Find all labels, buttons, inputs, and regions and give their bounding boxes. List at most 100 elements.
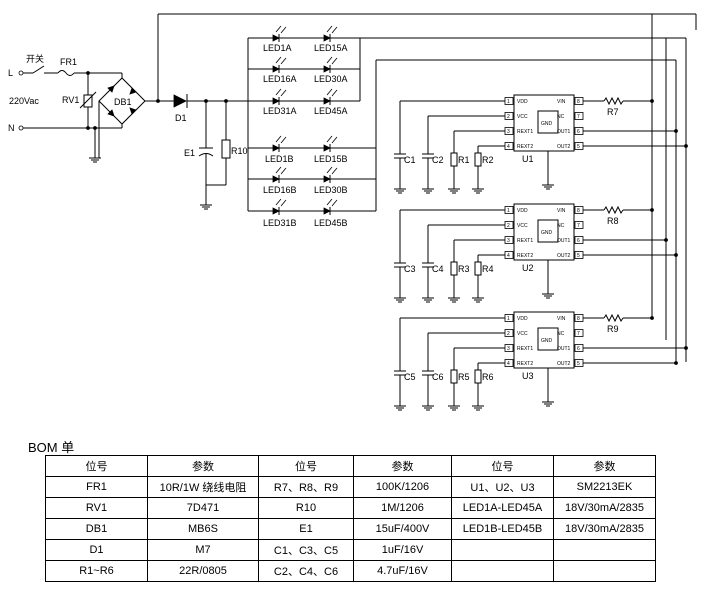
pin-number: 4 <box>507 361 510 367</box>
res-r10-label: R10 <box>231 146 248 156</box>
line-terminal <box>18 70 24 76</box>
bom-cell: R7、R8、R9 <box>258 476 354 498</box>
ic-gnd-pad <box>537 110 559 134</box>
pin-vcc-label: VCC <box>517 114 528 120</box>
pin-number: 3 <box>507 238 510 244</box>
bom-cell <box>553 560 656 582</box>
res-vin-label: R7 <box>607 107 619 117</box>
pin-rext1-label: REXT1 <box>517 346 533 352</box>
bom-header-cell: 位号 <box>258 455 354 477</box>
pin-number: 6 <box>577 346 580 352</box>
pin-vdd-label: VDD <box>517 208 528 214</box>
pin-vin-label: VIN <box>557 208 566 214</box>
cap-label: C6 <box>432 372 444 382</box>
bom-cell: R10 <box>258 497 354 519</box>
pin-vin-label: VIN <box>557 316 566 322</box>
led-label-16b: LED16B <box>263 185 297 195</box>
cap-e1-label: E1 <box>184 148 195 158</box>
bom-cell: DB1 <box>45 518 148 540</box>
led-label-45a: LED45A <box>314 106 348 116</box>
pin-out2-label: OUT2 <box>557 144 571 150</box>
bom-cell: FR1 <box>45 476 148 498</box>
bom-header-cell: 参数 <box>353 455 452 477</box>
pin-number: 8 <box>577 208 580 214</box>
pin-nc-label: NC <box>557 114 565 120</box>
pin-nc-label: NC <box>557 331 565 337</box>
bom-cell: MB6S <box>147 518 259 540</box>
pin-rext1-label: REXT1 <box>517 238 533 244</box>
cap-label: C1 <box>404 155 416 165</box>
cap-label: C2 <box>432 155 444 165</box>
bridge-symbol <box>98 77 146 125</box>
bom-cell: 22R/0805 <box>147 560 259 582</box>
bom-cell <box>451 560 554 582</box>
bom-cell: M7 <box>147 539 259 561</box>
ic-body <box>513 311 575 369</box>
varistor-label: RV1 <box>62 95 79 105</box>
pin-number: 2 <box>507 223 510 229</box>
voltage-label: 220Vac <box>9 96 39 106</box>
res-vin-label: R9 <box>607 324 619 334</box>
ic-body <box>513 203 575 261</box>
switch-label: 开关 <box>26 53 44 64</box>
bom-header-cell: 参数 <box>553 455 656 477</box>
led-label-15b: LED15B <box>314 154 348 164</box>
switch-blade <box>32 65 45 74</box>
bom-cell: 4.7uF/16V <box>353 560 452 582</box>
cap-e1: E1 <box>184 101 214 185</box>
pin-number: 1 <box>507 99 510 105</box>
led-label-45b: LED45B <box>314 218 348 228</box>
bom-cell: R1~R6 <box>45 560 148 582</box>
neutral-label: N <box>8 123 15 133</box>
pin-gnd-label: GND <box>541 230 553 236</box>
pin-number: 8 <box>577 316 580 322</box>
fuse-symbol <box>57 70 75 76</box>
circuit-schematic: L N 220Vac 开关 FR1 RV1 <box>8 13 697 411</box>
res-label: R5 <box>458 372 470 382</box>
bom-title: BOM 单 <box>28 440 75 455</box>
bom-cell <box>553 539 656 561</box>
pin-number: 5 <box>577 253 580 259</box>
pin-out2-label: OUT2 <box>557 361 571 367</box>
cap-label: C5 <box>404 372 416 382</box>
pin-nc-label: NC <box>557 223 565 229</box>
pin-rext2-label: REXT2 <box>517 361 533 367</box>
pin-number: 5 <box>577 361 580 367</box>
bom-cell: SM2213EK <box>553 476 656 498</box>
bom-cell: 1uF/16V <box>353 539 452 561</box>
fuse-label: FR1 <box>60 57 77 67</box>
bridge-label: DB1 <box>114 97 132 107</box>
pin-vdd-label: VDD <box>517 99 528 105</box>
pin-rext2-label: REXT2 <box>517 253 533 259</box>
pin-out1-label: OUT1 <box>557 129 571 135</box>
pin-vcc-label: VCC <box>517 331 528 337</box>
led-label-1b: LED1B <box>265 154 294 164</box>
pin-gnd-label: GND <box>541 338 553 344</box>
led-label-31b: LED31B <box>263 218 297 228</box>
pin-number: 7 <box>577 114 580 120</box>
res-vin-label: R8 <box>607 216 619 226</box>
ic-name-label: U2 <box>522 263 534 273</box>
ic-gnd-pad <box>537 219 559 243</box>
bridge-rectifier: DB1 <box>98 77 160 158</box>
pin-vcc-label: VCC <box>517 223 528 229</box>
pin-number: 6 <box>577 129 580 135</box>
bom-cell: RV1 <box>45 497 148 519</box>
pin-out1-label: OUT1 <box>557 346 571 352</box>
bom-cell <box>451 539 554 561</box>
bom-cell: 1M/1206 <box>353 497 452 519</box>
res-label: R2 <box>482 155 494 165</box>
bom-header-cell: 参数 <box>147 455 259 477</box>
pin-number: 4 <box>507 144 510 150</box>
pin-number: 3 <box>507 346 510 352</box>
bom-cell: LED1B-LED45B <box>451 518 554 540</box>
led-label-31a: LED31A <box>263 106 297 116</box>
res-label: R4 <box>482 264 494 274</box>
ic-name-label: U3 <box>522 371 534 381</box>
res-label: R1 <box>458 155 470 165</box>
diode-label: D1 <box>175 113 187 123</box>
